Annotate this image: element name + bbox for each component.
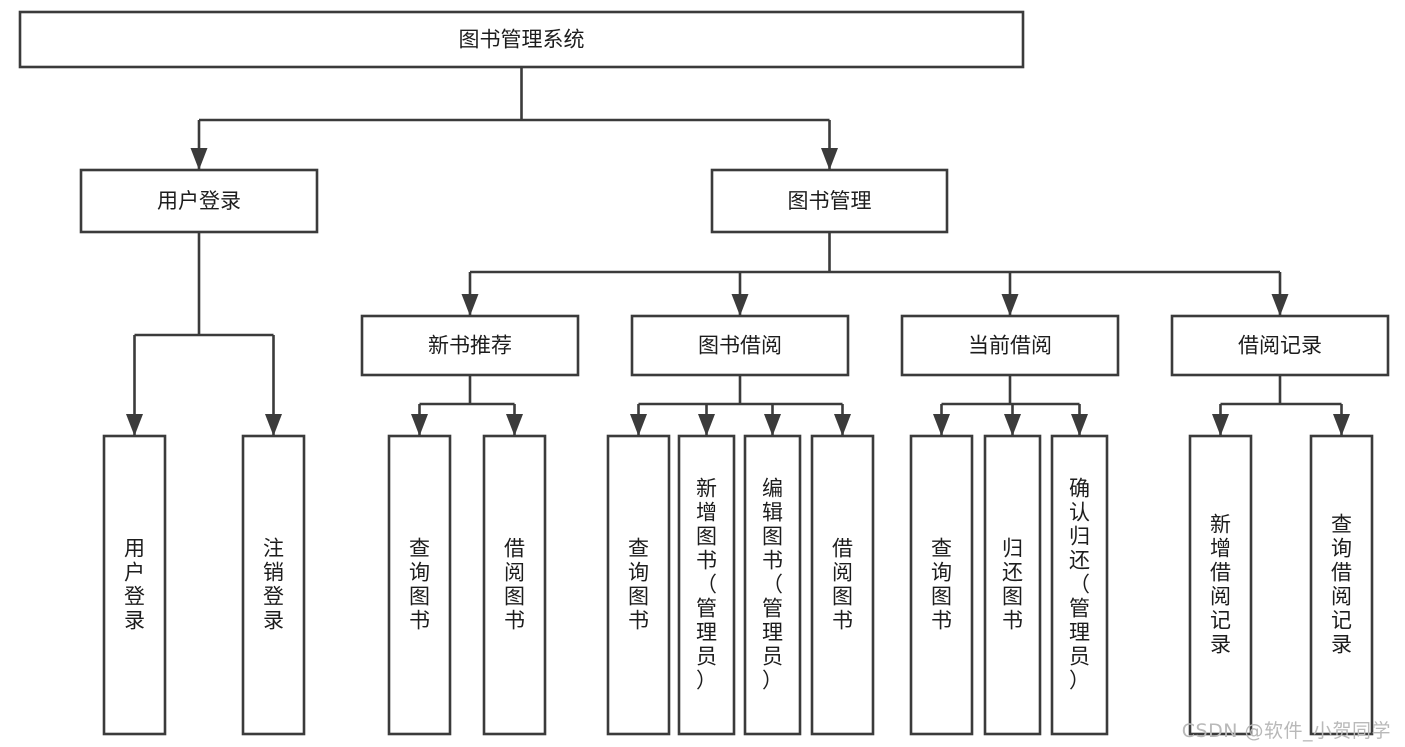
node-box-leaf-borrow-book-rec <box>482 434 547 736</box>
arrow-icon-leaf-add-record <box>1212 414 1229 436</box>
node-box-book-manage <box>710 168 949 234</box>
node-box-leaf-add-book <box>677 434 736 736</box>
node-label-user-login: 用户登录 <box>157 189 241 213</box>
node-label-borrow-record: 借阅记录 <box>1238 334 1322 358</box>
arrow-icon-leaf-query-book <box>630 414 647 436</box>
node-label-leaf-query-book: 查询图书 <box>628 537 649 633</box>
node-label-leaf-return-book: 归还图书 <box>1002 537 1023 633</box>
arrow-icon-borrow-record <box>1271 294 1289 316</box>
node-box-user-login <box>79 168 319 234</box>
arrow-icon-leaf-user-login <box>126 414 143 436</box>
arrow-icon-leaf-query-book-cur <box>933 414 950 436</box>
node-box-borrow-record <box>1170 314 1390 377</box>
node-box-leaf-user-login <box>102 434 167 736</box>
arrow-icon-leaf-user-logout <box>265 414 282 436</box>
node-new-book-rec[interactable]: 新书推荐 <box>360 314 580 377</box>
node-leaf-add-record[interactable]: 新增借阅记录 <box>1188 434 1253 736</box>
csdn-watermark: CSDN @软件_小贺同学 <box>1181 720 1391 742</box>
node-label-leaf-query-book-rec: 查询图书 <box>409 537 430 633</box>
arrow-icon-leaf-query-record <box>1333 414 1350 436</box>
node-leaf-query-book-cur[interactable]: 查询图书 <box>909 434 974 736</box>
arrow-icon-leaf-query-book-rec <box>411 414 428 436</box>
arrow-icon-new-book-rec <box>461 294 479 316</box>
node-label-leaf-query-book-cur: 查询图书 <box>931 537 952 633</box>
node-box-current-borrow <box>900 314 1120 377</box>
node-leaf-user-login[interactable]: 用户登录 <box>102 434 167 736</box>
arrow-icon-leaf-add-book <box>698 414 715 436</box>
node-box-leaf-borrow-book <box>810 434 875 736</box>
node-leaf-return-book[interactable]: 归还图书 <box>983 434 1042 736</box>
node-label-leaf-user-logout: 注销登录 <box>263 537 284 633</box>
node-leaf-confirm-return[interactable]: 确认归还（管理员） <box>1050 434 1109 736</box>
node-layer: 图书管理系统用户登录图书管理新书推荐图书借阅当前借阅借阅记录用户登录注销登录查询… <box>18 10 1390 736</box>
arrow-icon-book-borrow <box>731 294 749 316</box>
arrow-icon-leaf-borrow-book <box>834 414 851 436</box>
node-box-leaf-return-book <box>983 434 1042 736</box>
node-label-leaf-user-login: 用户登录 <box>124 537 145 633</box>
node-box-leaf-confirm-return <box>1050 434 1109 736</box>
node-label-new-book-rec: 新书推荐 <box>428 334 512 358</box>
node-box-new-book-rec <box>360 314 580 377</box>
node-borrow-record[interactable]: 借阅记录 <box>1170 314 1390 377</box>
node-leaf-query-book[interactable]: 查询图书 <box>606 434 671 736</box>
node-box-leaf-query-book-cur <box>909 434 974 736</box>
arrow-icon-leaf-return-book <box>1004 414 1021 436</box>
node-label-book-borrow: 图书借阅 <box>698 334 782 358</box>
node-label-leaf-borrow-book-rec: 借阅图书 <box>504 537 525 633</box>
node-current-borrow[interactable]: 当前借阅 <box>900 314 1120 377</box>
node-box-leaf-add-record <box>1188 434 1253 736</box>
node-box-root <box>18 10 1025 69</box>
arrow-icon-leaf-confirm-return <box>1071 414 1088 436</box>
node-leaf-query-book-rec[interactable]: 查询图书 <box>387 434 452 736</box>
node-leaf-borrow-book-rec[interactable]: 借阅图书 <box>482 434 547 736</box>
arrow-icon-book-manage <box>821 148 838 170</box>
node-box-leaf-edit-book <box>743 434 802 736</box>
connector-layer <box>126 67 1350 436</box>
node-label-book-manage: 图书管理 <box>788 189 872 213</box>
arrow-icon-current-borrow <box>1001 294 1019 316</box>
arrow-icon-leaf-borrow-book-rec <box>506 414 523 436</box>
node-leaf-add-book[interactable]: 新增图书（管理员） <box>677 434 736 736</box>
node-label-leaf-borrow-book: 借阅图书 <box>832 537 853 633</box>
node-leaf-edit-book[interactable]: 编辑图书（管理员） <box>743 434 802 736</box>
arrow-icon-user-login <box>190 148 208 170</box>
node-label-current-borrow: 当前借阅 <box>968 334 1052 358</box>
node-user-login[interactable]: 用户登录 <box>79 168 319 234</box>
node-box-leaf-user-logout <box>241 434 306 736</box>
node-label-leaf-query-record: 查询借阅记录 <box>1331 513 1352 657</box>
node-leaf-borrow-book[interactable]: 借阅图书 <box>810 434 875 736</box>
node-box-leaf-query-record <box>1309 434 1374 736</box>
node-box-book-borrow <box>630 314 850 377</box>
node-leaf-query-record[interactable]: 查询借阅记录 <box>1309 434 1374 736</box>
node-label-root: 图书管理系统 <box>459 28 585 52</box>
node-leaf-user-logout[interactable]: 注销登录 <box>241 434 306 736</box>
node-label-leaf-add-book: 新增图书（管理员） <box>696 477 717 693</box>
node-book-borrow[interactable]: 图书借阅 <box>630 314 850 377</box>
node-label-leaf-edit-book: 编辑图书（管理员） <box>762 477 783 693</box>
node-label-leaf-add-record: 新增借阅记录 <box>1210 513 1231 657</box>
arrow-icon-leaf-edit-book <box>764 414 781 436</box>
node-label-leaf-confirm-return: 确认归还（管理员） <box>1069 477 1090 693</box>
node-box-leaf-query-book <box>606 434 671 736</box>
node-book-manage[interactable]: 图书管理 <box>710 168 949 234</box>
node-root[interactable]: 图书管理系统 <box>18 10 1025 69</box>
node-box-leaf-query-book-rec <box>387 434 452 736</box>
